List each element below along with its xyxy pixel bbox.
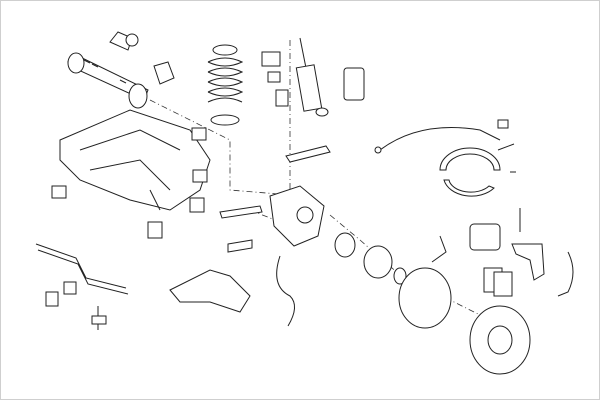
wheel-bearing xyxy=(363,245,407,285)
assembly-line xyxy=(149,40,491,321)
shock-absorber xyxy=(295,37,329,117)
spring-seat xyxy=(210,114,240,126)
parking-brake-cable xyxy=(374,127,501,154)
brake-pads xyxy=(483,267,513,297)
dust-cover xyxy=(343,67,365,101)
dust-shield xyxy=(398,267,452,329)
drive-shaft xyxy=(67,52,149,109)
brake-shoes xyxy=(439,147,501,197)
caliper-bracket xyxy=(511,243,545,281)
wheel-carrier xyxy=(269,185,325,247)
bump-stop xyxy=(153,61,175,85)
brake-hardware xyxy=(497,119,521,232)
control-arm xyxy=(219,145,331,253)
stabilizer-link xyxy=(45,281,107,330)
subframe-bushing xyxy=(51,127,208,239)
abs-sensor xyxy=(276,255,295,327)
mount-parts xyxy=(261,51,289,107)
lower-wishbone xyxy=(169,269,251,313)
brake-hose xyxy=(431,235,447,263)
coil-spring xyxy=(207,44,244,103)
subframe xyxy=(59,109,211,211)
brake-sensor-wire xyxy=(557,251,574,297)
brake-disc xyxy=(469,305,531,375)
cv-boot xyxy=(109,31,139,51)
wheel-hub xyxy=(334,232,356,258)
brake-caliper xyxy=(469,223,501,251)
stabilizer-bar xyxy=(35,243,129,295)
